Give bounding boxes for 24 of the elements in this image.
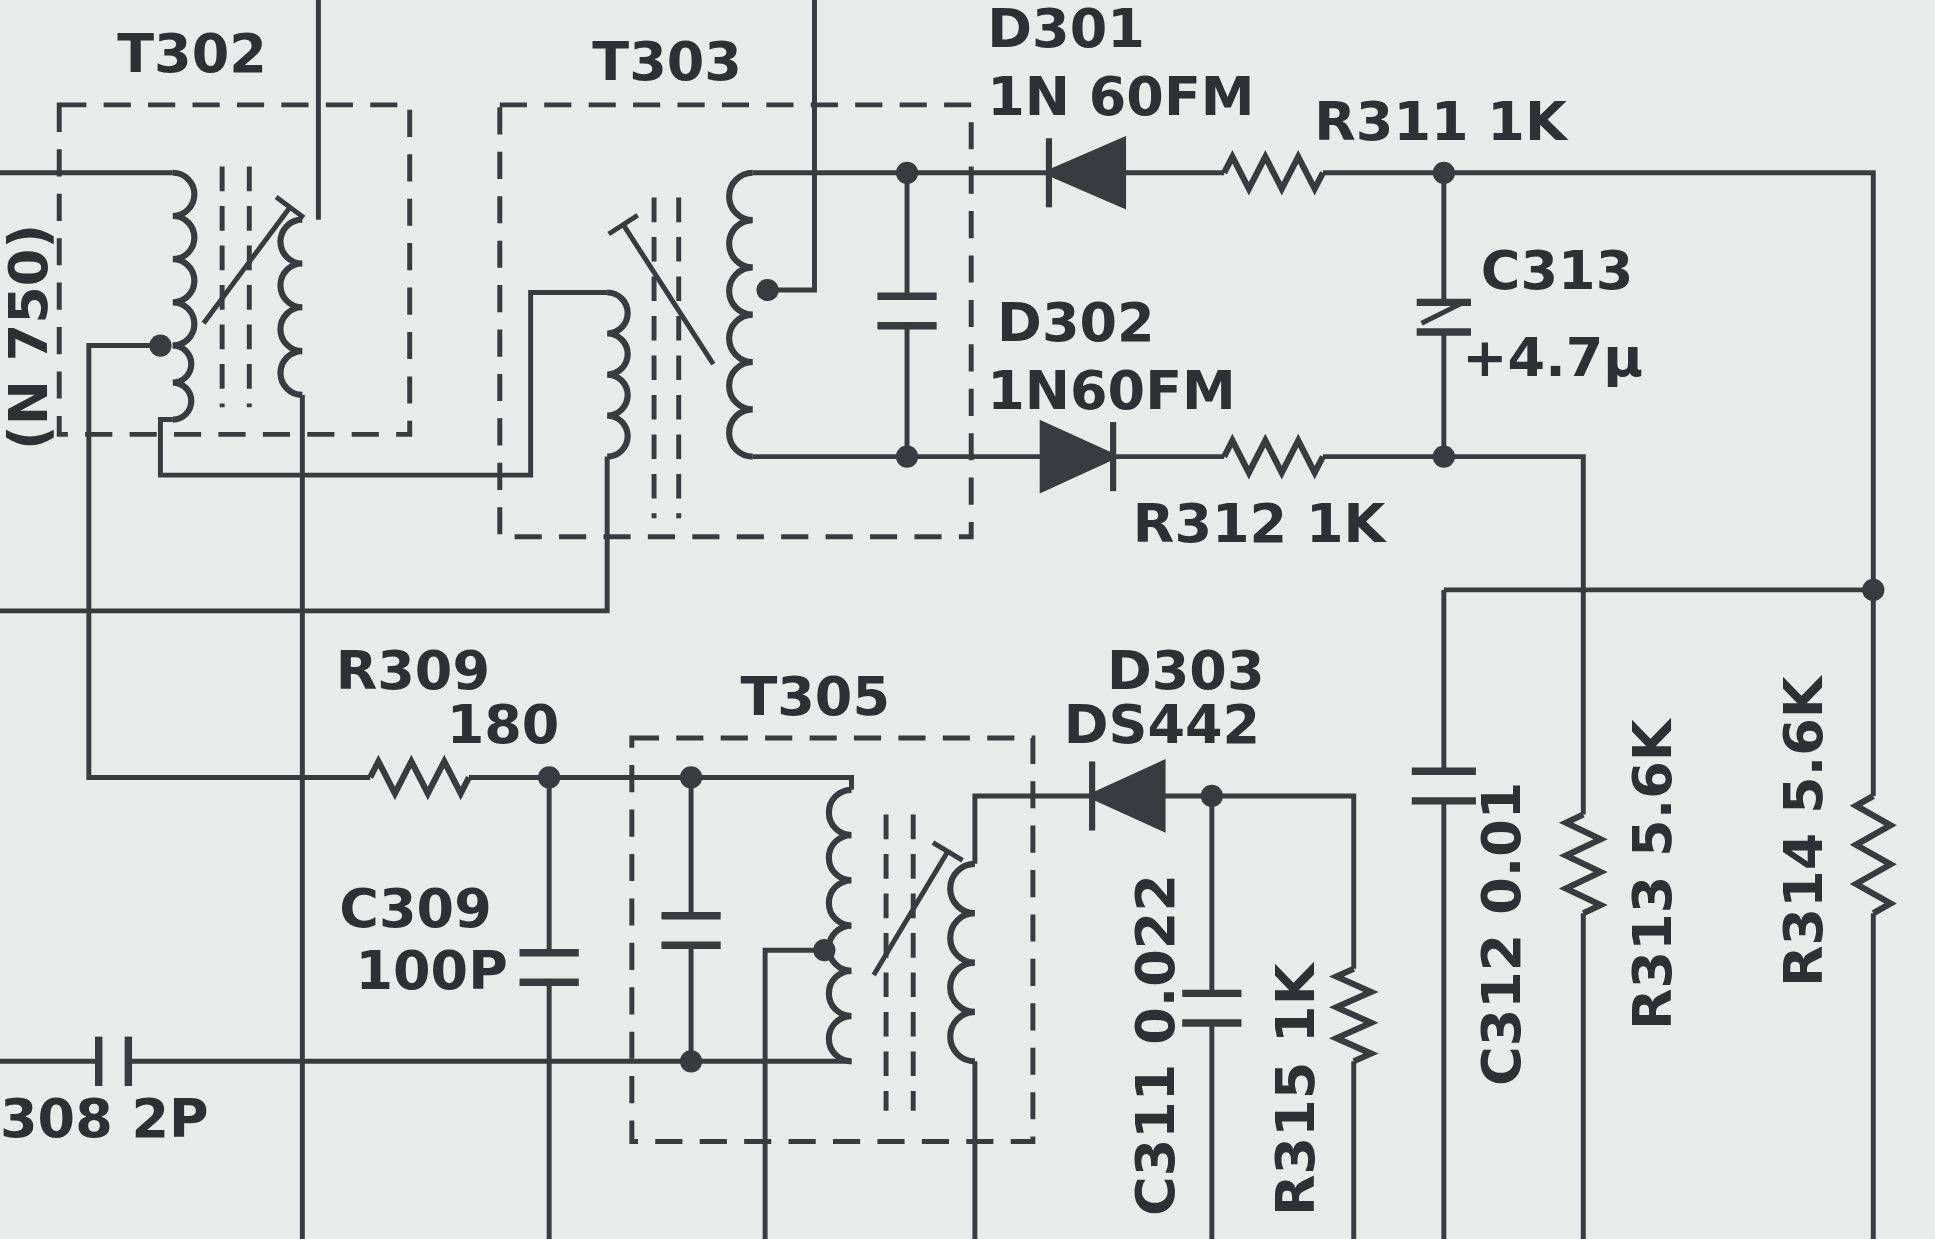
component-label: R311 1K [1314, 95, 1567, 149]
component-label: +4.7µ [1462, 330, 1643, 385]
component-label: 1N 60FM [987, 70, 1255, 125]
component-label: D302 [997, 296, 1155, 351]
component-label: 1N60FM [987, 364, 1236, 419]
component-label: R313 5.6K [1626, 719, 1681, 1031]
component-label: C312 0.01 [1474, 781, 1529, 1086]
component-label: D303 [1106, 644, 1265, 699]
component-label: C309 [339, 882, 492, 937]
component-label: 180 [446, 698, 560, 753]
component-label: T303 [592, 34, 742, 89]
component-label: DS442 [1063, 698, 1261, 753]
component-label: R315 1K [1268, 963, 1323, 1216]
component-label: T302 [117, 27, 267, 82]
component-label: R314 5.6K [1777, 676, 1832, 988]
component-label: C311 0.022 [1129, 873, 1184, 1216]
component-label: C313 [1480, 244, 1634, 299]
component-label: (N 750) [2, 224, 57, 451]
component-label: T305 [740, 670, 890, 725]
component-label: D301 [987, 2, 1145, 57]
component-label: R312 1K [1132, 497, 1386, 552]
component-label: 308 2P [0, 1092, 209, 1147]
component-label: 100P [355, 944, 508, 999]
component-label: R309 [335, 644, 490, 699]
